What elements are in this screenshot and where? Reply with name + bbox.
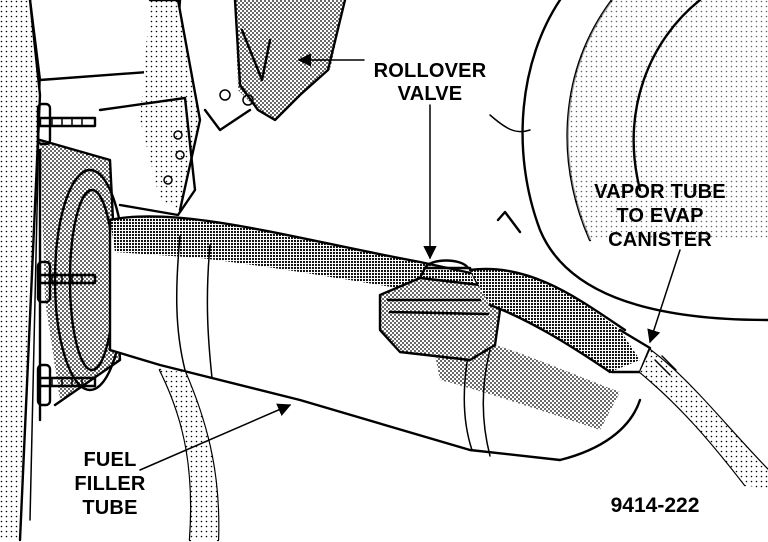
fuel-tank <box>489 0 768 322</box>
rollover-label-line1: ROLLOVER <box>374 60 487 82</box>
vapor-label-line3: CANISTER <box>608 229 712 251</box>
bolts <box>36 102 97 407</box>
rollover-label-line2: VALVE <box>398 83 463 105</box>
upper-bracket <box>203 0 365 132</box>
figure-number: 9414-222 <box>611 494 700 517</box>
mounting-bracket <box>98 0 202 217</box>
rollover-valve <box>378 259 502 362</box>
fuel-label-line3: TUBE <box>82 497 137 519</box>
label-fuel-filler-tube: FUEL FILLER TUBE <box>74 449 146 519</box>
label-vapor-tube: VAPOR TUBE TO EVAP CANISTER <box>594 181 726 251</box>
vapor-label-line1: VAPOR TUBE <box>594 181 726 203</box>
fuel-label-line2: FILLER <box>74 473 146 495</box>
label-rollover-valve: ROLLOVER VALVE <box>374 60 487 105</box>
vapor-label-line2: TO EVAP <box>616 205 703 227</box>
leader-arrows <box>139 104 681 471</box>
fuel-filler-tube <box>108 215 642 542</box>
fuel-label-line1: FUEL <box>83 449 136 471</box>
vapor-tube <box>468 267 768 490</box>
